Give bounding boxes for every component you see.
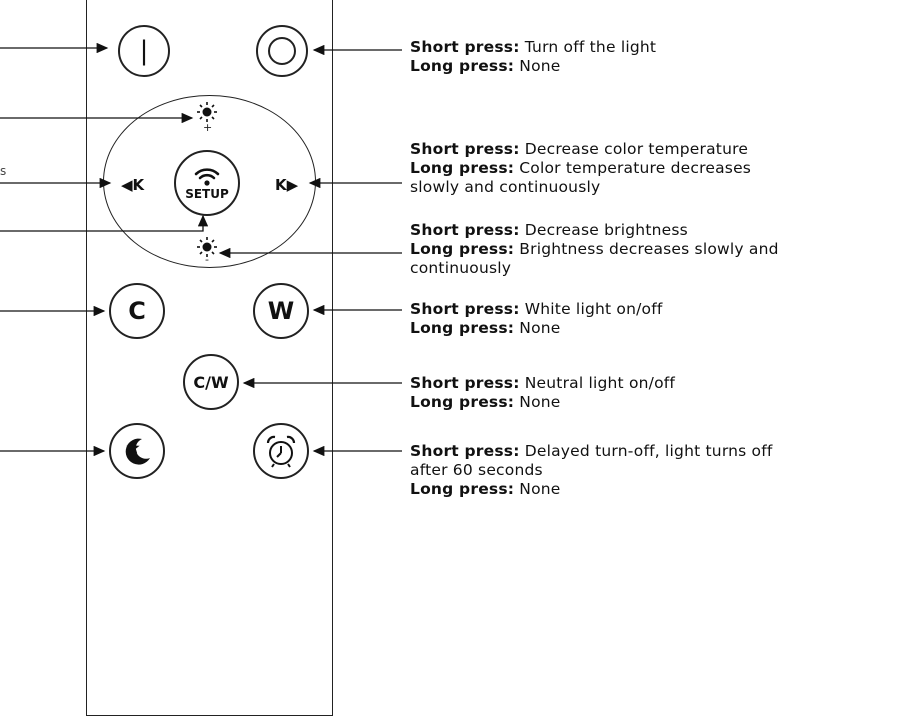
desc-line: Long press: Brightness decreases slowly … — [410, 240, 779, 258]
desc-line: Long press: None — [410, 480, 561, 498]
desc-color-temp: Short press: Decrease color temperature … — [410, 140, 751, 197]
setup-button[interactable]: SETUP — [174, 150, 240, 216]
night-mode-button[interactable] — [109, 423, 165, 479]
setup-label: SETUP — [185, 186, 229, 201]
desc-brightness: Short press: Decrease brightness Long pr… — [410, 221, 779, 278]
desc-line: after 60 seconds — [410, 461, 543, 479]
cw-label: C/W — [193, 372, 229, 392]
desc-line: Short press: Delayed turn-off, light tur… — [410, 442, 773, 460]
power-on-symbol: | — [139, 36, 149, 66]
desc-line: slowly and continuously — [410, 178, 601, 196]
desc-line: Short press: White light on/off — [410, 300, 663, 318]
arrow-setup — [0, 214, 209, 232]
desc-line: Short press: Turn off the light — [410, 38, 657, 56]
brightness-up-icon[interactable] — [196, 101, 218, 123]
wifi-icon — [194, 167, 220, 186]
timer-button[interactable] — [253, 423, 309, 479]
desc-neutral: Short press: Neutral light on/off Long p… — [410, 374, 675, 412]
brightness-down-sign: - — [205, 253, 209, 266]
cool-light-button[interactable]: C — [109, 283, 165, 339]
desc-line: Short press: Decrease color temperature — [410, 140, 749, 158]
remote-diagram: s | + - ◀K K▶ — [0, 0, 779, 716]
desc-line: Long press: None — [410, 393, 561, 411]
desc-power-off: Short press: Turn off the light Long pre… — [410, 38, 656, 76]
alarm-clock-icon — [266, 435, 296, 468]
desc-line: Long press: Color temperature decreases — [410, 159, 752, 177]
circle-ring-icon — [268, 37, 296, 65]
c-label: C — [128, 297, 146, 325]
color-temp-left-button[interactable]: ◀K — [121, 176, 145, 194]
w-label: W — [267, 297, 295, 325]
power-on-button[interactable]: | — [118, 25, 170, 77]
desc-line: Short press: Decrease brightness — [410, 221, 688, 239]
brightness-down-icon[interactable] — [196, 236, 218, 258]
color-temp-right-button[interactable]: K▶ — [275, 176, 299, 194]
white-light-button[interactable]: W — [253, 283, 309, 339]
desc-line: Long press: None — [410, 319, 561, 337]
arrow-layer — [0, 42, 402, 457]
desc-line: Long press: None — [410, 57, 561, 75]
desc-timer: Short press: Delayed turn-off, light tur… — [410, 442, 773, 499]
power-off-button[interactable] — [256, 25, 308, 77]
moon-star-icon — [125, 438, 150, 465]
desc-line: Short press: Neutral light on/off — [410, 374, 676, 392]
desc-white: Short press: White light on/off Long pre… — [410, 300, 663, 338]
desc-line: continuously — [410, 259, 512, 277]
left-text-fragment: s — [0, 164, 7, 178]
neutral-light-button[interactable]: C/W — [183, 354, 239, 410]
brightness-up-sign: + — [203, 121, 213, 134]
